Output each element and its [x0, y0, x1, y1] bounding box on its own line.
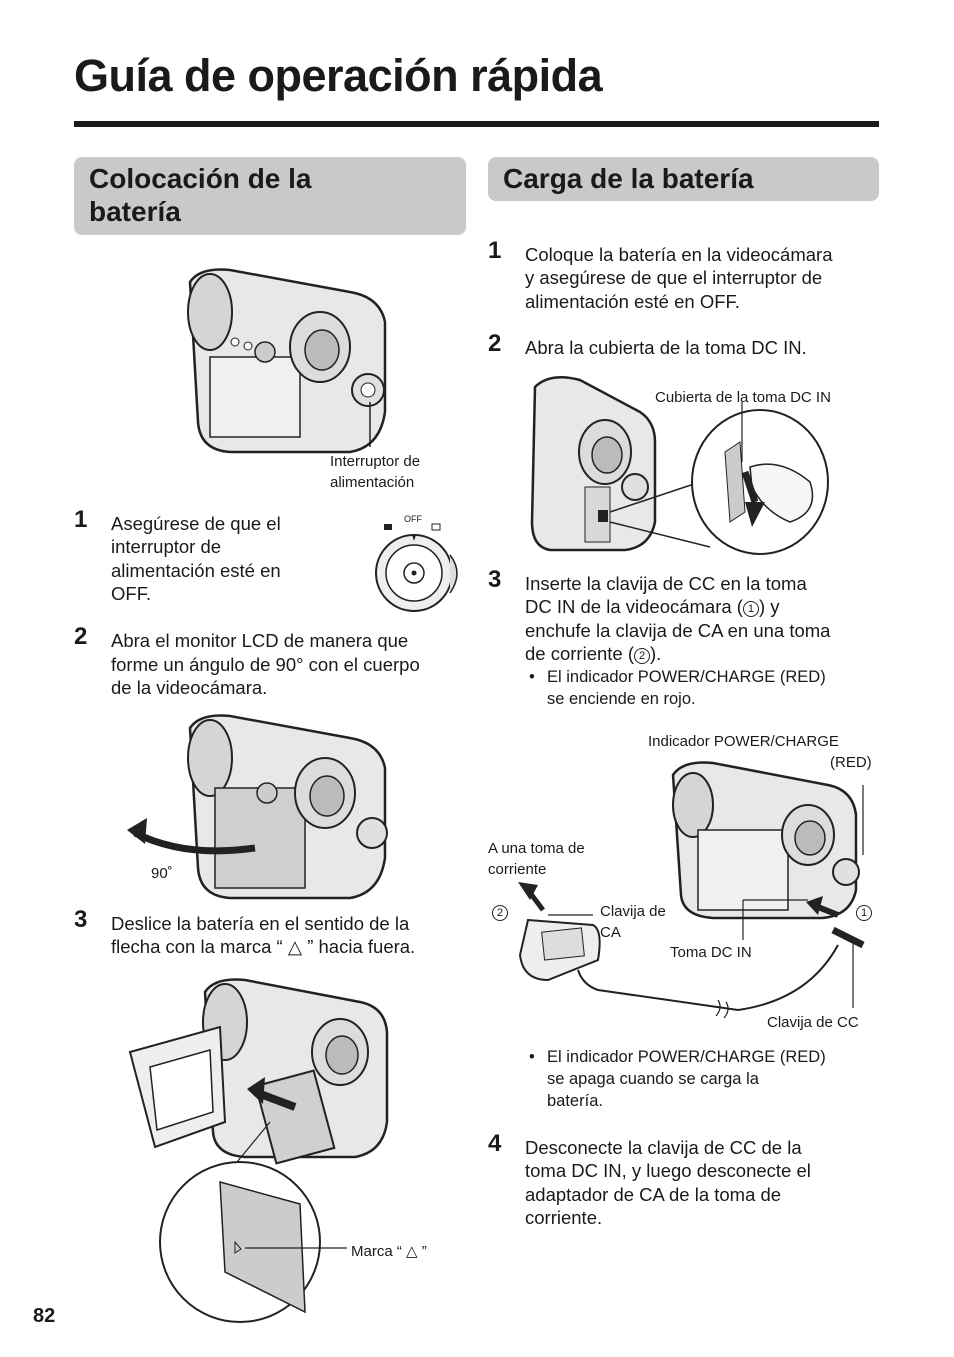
charging-connection-illustration	[518, 761, 865, 1019]
left-step-3-number: 3	[74, 906, 88, 933]
bullet-1-line-1: El indicador POWER/CHARGE (RED)	[547, 668, 826, 686]
caption-outlet-1: A una toma de	[488, 840, 585, 857]
right-step-4-line-2: toma DC IN, y luego desconecte el	[525, 1160, 811, 1181]
circled-number-1: 1	[742, 601, 759, 617]
right-step-1-line-1: Coloque la batería en la videocámara	[525, 244, 833, 265]
caption-indicator-1: Indicador POWER/CHARGE	[648, 733, 839, 750]
circled-number-2: 2	[634, 648, 650, 664]
caption-dc-plug: Clavija de CC	[767, 1014, 859, 1031]
right-step-1-number: 1	[488, 237, 502, 264]
camcorder-illustration-1	[187, 268, 387, 454]
bullet-2-line-1: El indicador POWER/CHARGE (RED)	[547, 1048, 826, 1066]
right-step-3-line-2: DC IN de la videocámara (1) y	[525, 596, 780, 617]
right-step-3-line-3: enchufe la clavija de CA en una toma	[525, 620, 831, 641]
left-step-1-line-3: alimentación esté en	[111, 560, 281, 581]
right-step-3-number: 3	[488, 566, 502, 593]
caption-power-switch-1: Interruptor de	[330, 453, 421, 470]
section-title-line1: Colocación de la	[89, 163, 312, 194]
left-step-3-line-2: flecha con la marca “ △ ” hacia fuera.	[111, 936, 416, 957]
caption-ac-plug-2: CA	[600, 924, 621, 941]
caption-dc-in: Toma DC IN	[670, 944, 752, 961]
section-header-battery-charging	[488, 157, 879, 201]
right-step-1-line-3: alimentación esté en OFF.	[525, 291, 740, 312]
section-header-battery-placement	[74, 157, 466, 235]
bullet-2-line-2: se apaga cuando se carga la	[547, 1070, 759, 1088]
section-title-charging: Carga de la batería	[503, 163, 754, 194]
left-step-1-line-1: Asegúrese de que el	[111, 513, 281, 534]
right-step-4-number: 4	[488, 1130, 502, 1157]
dc-in-cover-illustration	[530, 375, 829, 555]
left-step-2-number: 2	[74, 623, 88, 650]
marker-circled-2: 2	[492, 903, 508, 923]
caption-outlet-2: corriente	[488, 861, 547, 878]
section-title-line2: batería	[89, 196, 181, 227]
right-step-2-number: 2	[488, 330, 502, 357]
left-step-1-number: 1	[74, 506, 88, 533]
right-step-4-line-3: adaptador de CA de la toma de	[525, 1184, 782, 1205]
camcorder-illustration-2	[127, 714, 388, 900]
right-step-4-line-1: Desconecte la clavija de CC de la	[525, 1137, 802, 1158]
caption-power-switch-2: alimentación	[330, 474, 415, 491]
marker-circled-1: 1	[856, 903, 872, 923]
right-step-3-line-4: de corriente (2).	[525, 643, 662, 664]
power-switch-dial-illustration	[375, 523, 458, 612]
bullet-1-line-2: se enciende en rojo.	[547, 690, 696, 708]
right-step-2-line-1: Abra la cubierta de la toma DC IN.	[525, 337, 807, 358]
page-title: Guía de operación rápida	[74, 50, 603, 101]
angle-90-label: 90˚	[151, 865, 173, 882]
right-step-4-line-4: corriente.	[525, 1207, 603, 1228]
right-step-3-line-1: Inserte la clavija de CC en la toma	[525, 573, 807, 594]
left-step-3-line-1: Deslice la batería en el sentido de la	[111, 913, 410, 934]
bullet-dot-1: •	[529, 668, 535, 686]
page-number: 82	[33, 1305, 56, 1327]
bullet-2-line-3: batería.	[547, 1092, 603, 1110]
bullet-dot-2: •	[529, 1048, 535, 1066]
left-step-2-line-1: Abra el monitor LCD de manera que	[111, 630, 409, 651]
caption-battery-mark: Marca “ △ ”	[351, 1243, 427, 1260]
camcorder-battery-removal-illustration	[128, 978, 389, 1323]
caption-dc-in-cover: Cubierta de la toma DC IN	[655, 389, 831, 406]
caption-ac-plug-1: Clavija de	[600, 903, 666, 920]
title-rule	[74, 121, 879, 127]
switch-off-label: OFF	[404, 514, 422, 524]
caption-indicator-2: (RED)	[830, 754, 872, 771]
left-step-2-line-2: forme un ángulo de 90° con el cuerpo	[111, 654, 420, 675]
left-step-1-line-4: OFF.	[111, 583, 152, 604]
left-step-1-line-2: interruptor de	[111, 536, 222, 557]
right-step-1-line-2: y asegúrese de que el interruptor de	[525, 267, 823, 288]
left-step-2-line-3: de la videocámara.	[111, 677, 268, 698]
